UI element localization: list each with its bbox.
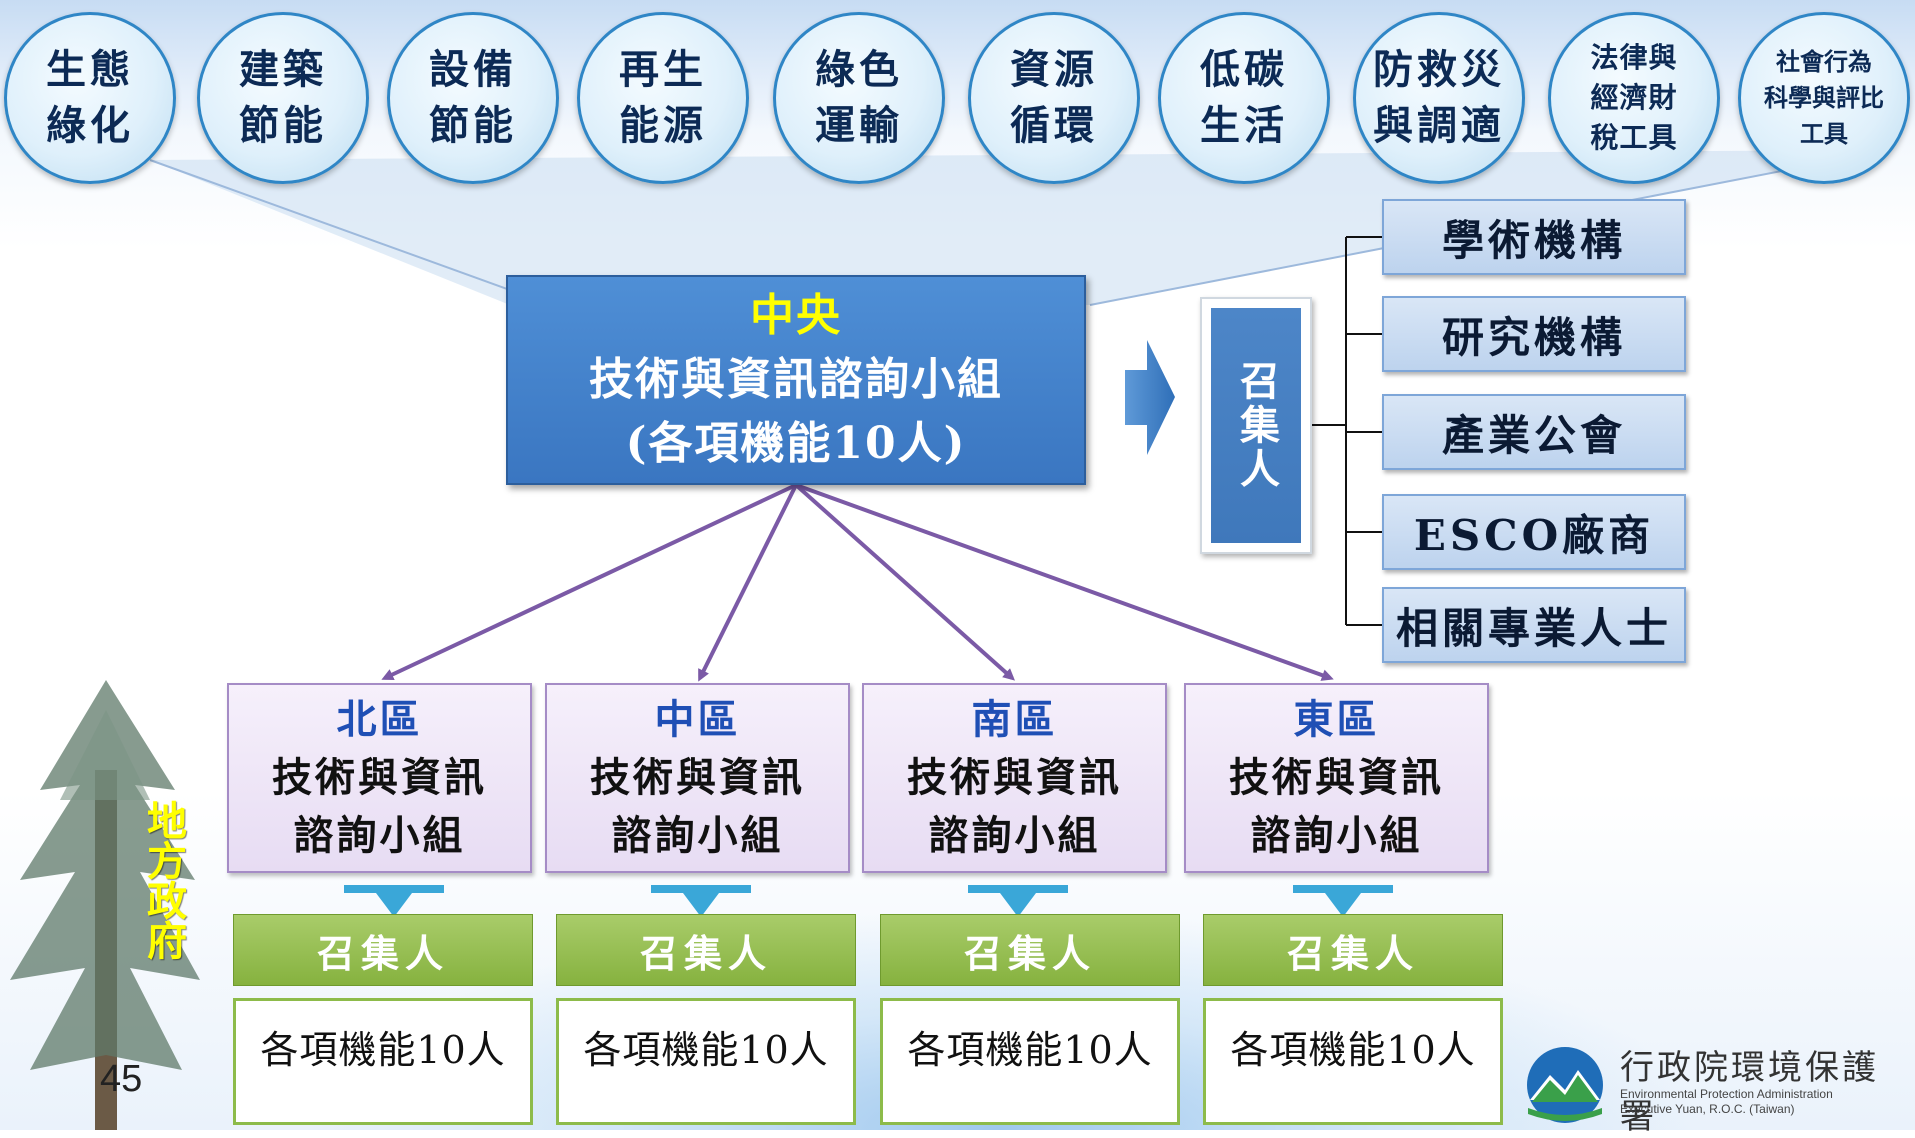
convener-label: 召集人: [1286, 930, 1419, 976]
topic-circle-4: 再生 能源: [577, 12, 749, 184]
topic-circle-6: 資源 循環: [968, 12, 1140, 184]
topic-circle-1: 生態 綠化: [4, 12, 176, 184]
region-convener-south: 召集人: [880, 914, 1180, 986]
topic-label-8: 防救災 與調適: [1373, 46, 1505, 149]
tree-decoration: [10, 680, 200, 1130]
region-south: 南區 技術與資訊 諮詢小組: [862, 683, 1167, 873]
connector-east: [795, 483, 1334, 681]
region-line1: 技術與資訊: [1229, 754, 1444, 801]
org-name-en: Environmental Protection Administration …: [1620, 1087, 1833, 1117]
topic-label-4: 再生 能源: [619, 46, 707, 149]
region-east: 東區 技術與資訊 諮詢小組: [1184, 683, 1489, 873]
size-label: 各項機能10人: [907, 1028, 1153, 1072]
member-professionals: 相關專業人士: [1382, 587, 1686, 663]
topic-label-1: 生態 綠化: [46, 46, 134, 149]
topic-label-2: 建築 節能: [239, 46, 327, 149]
region-size-north: 各項機能10人: [233, 998, 533, 1125]
down-arrow-icon: [651, 885, 751, 917]
page-number: 45: [100, 1058, 143, 1100]
central-convener-box: 召集人: [1200, 297, 1312, 554]
central-advisory-group: 中央 技術與資訊諮詢小組 (各項機能10人): [506, 275, 1086, 485]
region-size-south: 各項機能10人: [880, 998, 1180, 1125]
region-name: 東區: [1293, 696, 1380, 743]
member-label: 產業公會: [1441, 410, 1626, 460]
region-line1: 技術與資訊: [590, 754, 805, 801]
region-convener-north: 召集人: [233, 914, 533, 986]
topic-circle-7: 低碳 生活: [1158, 12, 1330, 184]
region-line1: 技術與資訊: [907, 754, 1122, 801]
central-group-size: (各項機能10人): [625, 418, 967, 469]
topic-circle-8: 防救災 與調適: [1353, 12, 1525, 184]
member-academic: 學術機構: [1382, 199, 1686, 275]
central-convener-label: 召集人: [1211, 308, 1301, 543]
down-arrow-icon: [344, 885, 444, 917]
central-group-name: 技術與資訊諮詢小組: [589, 354, 1003, 405]
member-label: 研究機構: [1441, 312, 1626, 362]
org-name-en-line2: Executive Yuan, R.O.C. (Taiwan): [1620, 1102, 1795, 1116]
topic-label-9: 法律與 經濟財 稅工具: [1590, 41, 1678, 154]
size-label: 各項機能10人: [260, 1028, 506, 1072]
region-size-east: 各項機能10人: [1203, 998, 1503, 1125]
connector-north: [381, 483, 797, 681]
topic-label-5: 綠色 運輸: [815, 46, 903, 149]
region-north: 北區 技術與資訊 諮詢小組: [227, 683, 532, 873]
size-label: 各項機能10人: [1230, 1028, 1476, 1072]
region-name: 南區: [971, 696, 1058, 743]
topic-label-10: 社會行為 科學與評比 工具: [1764, 47, 1884, 148]
convener-label: 召集人: [963, 930, 1096, 976]
topic-label-3: 設備 節能: [429, 46, 517, 149]
region-line2: 諮詢小組: [293, 812, 466, 859]
region-name: 中區: [654, 696, 741, 743]
region-line2: 諮詢小組: [1250, 812, 1423, 859]
topic-label-6: 資源 循環: [1010, 46, 1098, 149]
region-convener-central: 召集人: [556, 914, 856, 986]
topic-circle-3: 設備 節能: [387, 12, 559, 184]
region-central: 中區 技術與資訊 諮詢小組: [545, 683, 850, 873]
connector-south: [794, 483, 1015, 681]
region-name: 北區: [336, 696, 423, 743]
central-level-label: 中央: [750, 290, 842, 341]
member-bracket: [1312, 236, 1382, 626]
topic-funnel: [150, 150, 1890, 305]
topic-circle-2: 建築 節能: [197, 12, 369, 184]
member-label: 學術機構: [1441, 215, 1626, 265]
down-arrow-icon: [1293, 885, 1393, 917]
region-line2: 諮詢小組: [928, 812, 1101, 859]
org-name-en-line1: Environmental Protection Administration: [1620, 1087, 1833, 1101]
convener-label: 召集人: [639, 930, 772, 976]
region-line1: 技術與資訊: [272, 754, 487, 801]
right-arrow-icon: [1125, 340, 1175, 455]
topic-label-7: 低碳 生活: [1200, 46, 1288, 149]
topic-circle-9: 法律與 經濟財 稅工具: [1548, 12, 1720, 184]
region-line2: 諮詢小組: [611, 812, 784, 859]
funnel-edge-left: [149, 159, 511, 291]
region-convener-east: 召集人: [1203, 914, 1503, 986]
member-label: 相關專業人士: [1395, 603, 1672, 653]
region-size-central: 各項機能10人: [556, 998, 856, 1125]
local-government-label: 地方政府: [140, 800, 187, 960]
member-esco: ESCO廠商: [1382, 494, 1686, 570]
down-arrow-icon: [968, 885, 1068, 917]
epa-logo-icon: [1527, 1047, 1603, 1123]
member-research: 研究機構: [1382, 296, 1686, 372]
connector-central: [698, 484, 798, 682]
size-label: 各項機能10人: [583, 1028, 829, 1072]
member-label: ESCO廠商: [1413, 510, 1655, 560]
topic-circle-5: 綠色 運輸: [773, 12, 945, 184]
convener-label: 召集人: [316, 930, 449, 976]
topic-circle-10: 社會行為 科學與評比 工具: [1738, 12, 1910, 184]
member-industry: 產業公會: [1382, 394, 1686, 470]
